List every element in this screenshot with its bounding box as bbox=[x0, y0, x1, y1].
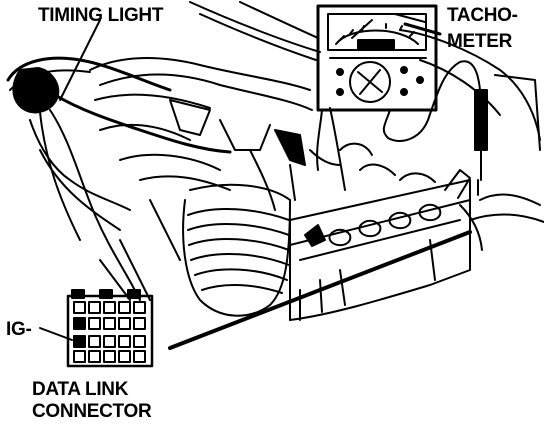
leader-line bbox=[168, 230, 472, 350]
engine-components bbox=[29, 57, 341, 301]
ig-terminal-label: IG- bbox=[6, 319, 32, 340]
tachometer-icon bbox=[316, 4, 442, 112]
data-link-label-line2: CONNECTOR bbox=[32, 401, 152, 422]
intake-hose bbox=[182, 183, 291, 317]
tachometer-label-line1: TACHO- bbox=[447, 5, 518, 26]
data-link-connector-icon bbox=[39, 289, 154, 368]
hood-outline bbox=[189, 1, 544, 223]
tachometer-leads bbox=[316, 60, 488, 196]
tachometer-label-line2: METER bbox=[447, 31, 513, 52]
timing-light-icon bbox=[6, 19, 232, 301]
data-link-label-line1: DATA LINK bbox=[32, 379, 129, 400]
battery-icon bbox=[289, 142, 483, 321]
timing-light-label: TIMING LIGHT bbox=[38, 5, 164, 26]
